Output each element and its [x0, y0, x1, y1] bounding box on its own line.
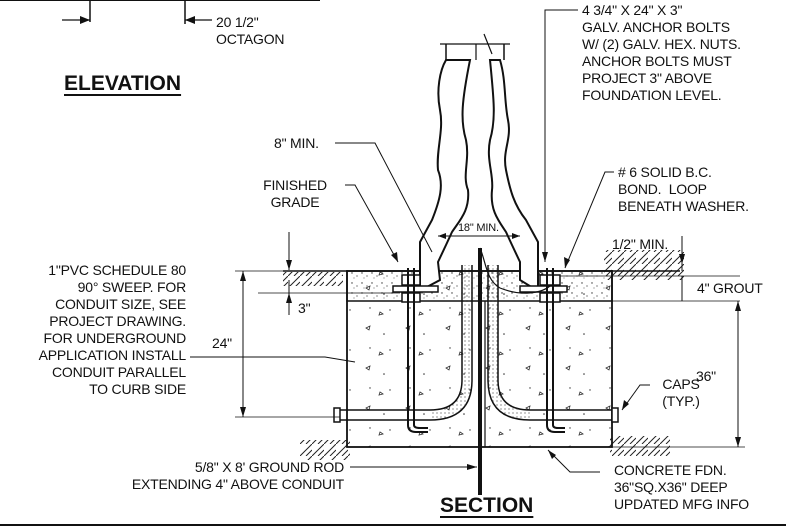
concrete-fdn-label: CONCRETE FDN. 36"SQ.X36" DEEP UPDATED MF…	[614, 462, 749, 512]
eight-min-label: 8" MIN.	[274, 135, 319, 151]
bond-loop-label: # 6 SOLID B.C. BOND. LOOP BENEATH WASHER…	[618, 164, 749, 214]
half-min-label: 1/2" MIN.	[612, 236, 669, 252]
twenty-four-label: 24"	[212, 335, 232, 351]
ground-rod-label: 5/8" X 8' GROUND ROD EXTENDING 4" ABOVE …	[131, 459, 344, 492]
caps-label: CAPS (TYP.)	[662, 376, 700, 409]
octagon-label: 20 1/2" OCTAGON	[216, 14, 285, 47]
finished-grade-label: FINISHED GRADE	[263, 177, 327, 210]
eighteen-min-label: 18" MIN.	[458, 222, 499, 234]
thirty-six-label: 36"	[696, 368, 716, 384]
anchor-bolts-label: 4 3/4" X 24" X 3" GALV. ANCHOR BOLTS W/ …	[582, 2, 741, 103]
elevation-title: ELEVATION	[64, 72, 182, 95]
three-inch-label: 3"	[298, 300, 311, 316]
four-grout-label: 4" GROUT	[697, 280, 763, 296]
section-title: SECTION	[440, 494, 534, 517]
pvc-conduit-label: 1"PVC SCHEDULE 80 90° SWEEP. FOR CONDUIT…	[38, 262, 187, 397]
